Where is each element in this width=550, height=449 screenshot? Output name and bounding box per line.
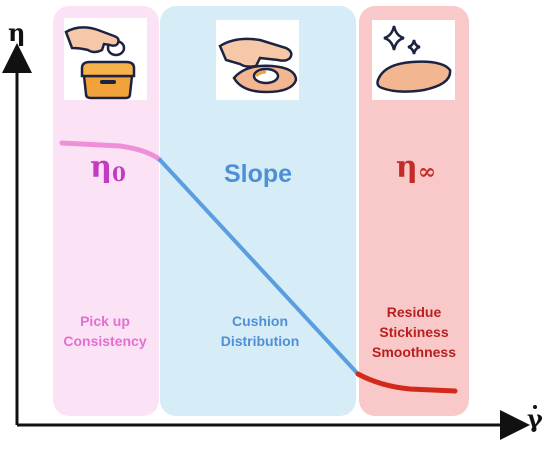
y-axis-label: η — [8, 18, 26, 47]
sparkle-skin-icon — [372, 20, 455, 100]
x-axis-label: γ — [527, 404, 543, 433]
attribute-label: Distribution — [220, 333, 300, 349]
slope-title: Slope — [223, 160, 293, 188]
attribute-label: Smoothness — [371, 344, 456, 360]
attribute-label: Pick up — [80, 313, 130, 329]
attribute-label: Cushion — [232, 313, 288, 329]
cream-on-hand-icon — [216, 20, 299, 100]
zero-shear-viscosity-title: η0 — [90, 150, 126, 186]
cream-jar-pickup-icon — [64, 18, 147, 100]
attribute-label: Consistency — [63, 333, 147, 349]
attribute-label: Residue — [386, 304, 442, 320]
attribute-label: Stickiness — [379, 324, 449, 340]
zero-shear-plateau-curve — [59, 140, 163, 163]
infinite-shear-attributes: Residue Stickiness Smoothness — [360, 302, 468, 362]
shear-thinning-slope-curve — [158, 158, 360, 376]
zero-shear-attributes: Pick up Consistency — [55, 311, 155, 351]
infinite-shear-plateau-curve — [355, 371, 458, 394]
slope-attributes: Cushion Distribution — [200, 311, 320, 351]
infinite-shear-viscosity-title: η∞ — [395, 150, 437, 185]
x-axis-label-dot — [533, 405, 537, 409]
